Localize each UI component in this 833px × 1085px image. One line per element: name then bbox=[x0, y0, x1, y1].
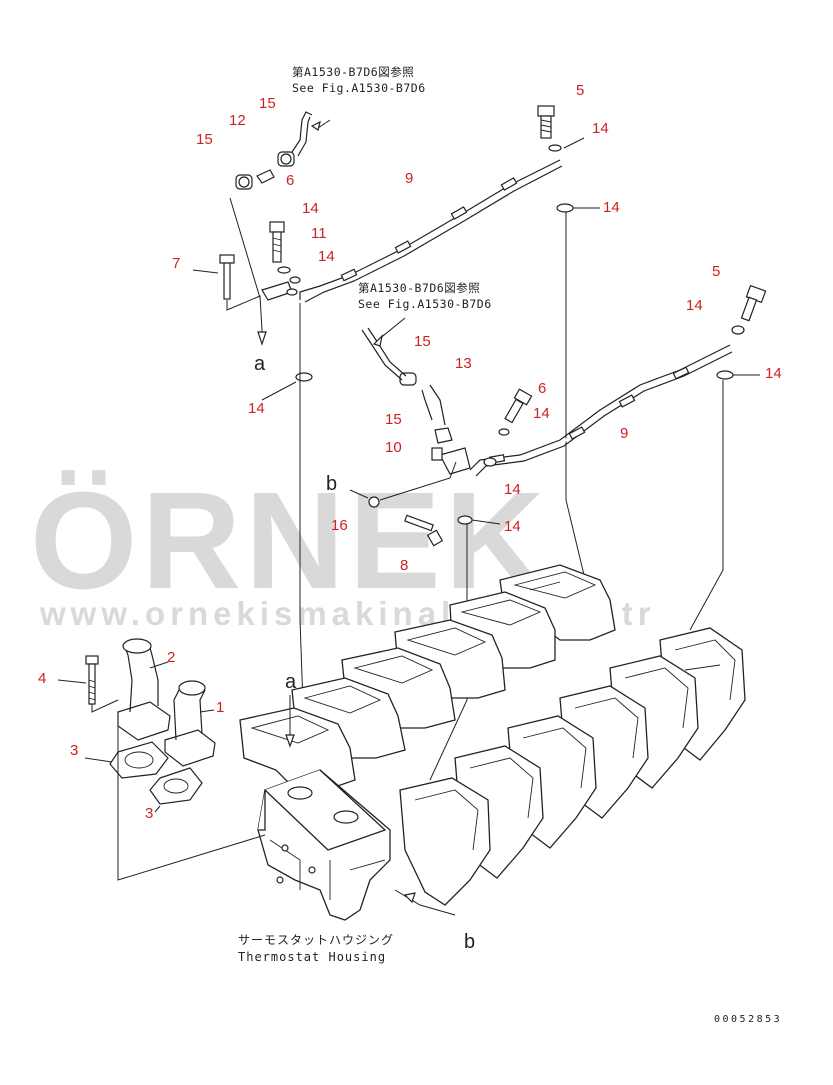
callout-12: 12 bbox=[229, 112, 246, 129]
callout-6: 6 bbox=[538, 380, 546, 397]
callout-14: 14 bbox=[248, 400, 265, 417]
callout-6: 6 bbox=[286, 172, 294, 189]
callout-4: 4 bbox=[38, 670, 46, 687]
reference-en: See Fig.A1530-B7D6 bbox=[292, 81, 426, 95]
callout-14: 14 bbox=[533, 405, 550, 422]
callout-15: 15 bbox=[259, 95, 276, 112]
callout-14: 14 bbox=[592, 120, 609, 137]
caption-jp: サーモスタットハウジング bbox=[238, 933, 394, 947]
callout-9: 9 bbox=[405, 170, 413, 187]
callout-7: 7 bbox=[172, 255, 180, 272]
callout-14: 14 bbox=[504, 481, 521, 498]
cylinder-heads-upper bbox=[239, 564, 616, 791]
callout-5: 5 bbox=[712, 263, 720, 280]
callout-11: 11 bbox=[311, 225, 327, 242]
reference-note-top: 第A1530-B7D6図参照 See Fig.A1530-B7D6 bbox=[292, 65, 426, 95]
caption-en: Thermostat Housing bbox=[238, 950, 386, 964]
callout-5: 5 bbox=[576, 82, 584, 99]
marker-a: a bbox=[285, 671, 297, 693]
callout-14: 14 bbox=[318, 248, 335, 265]
reference-jp: 第A1530-B7D6図参照 bbox=[292, 65, 414, 79]
callout-15: 15 bbox=[414, 333, 431, 350]
callout-16: 16 bbox=[331, 517, 348, 534]
callout-2: 2 bbox=[167, 649, 175, 666]
callout-1: 1 bbox=[216, 699, 224, 716]
callout-3: 3 bbox=[145, 805, 153, 822]
callout-14: 14 bbox=[686, 297, 703, 314]
tube-assembly-right bbox=[349, 284, 767, 781]
callout-14: 14 bbox=[765, 365, 782, 382]
callout-3: 3 bbox=[70, 742, 78, 759]
reference-jp: 第A1530-B7D6図参照 bbox=[358, 281, 480, 295]
reference-note-mid: 第A1530-B7D6図参照 See Fig.A1530-B7D6 bbox=[358, 281, 492, 311]
callout-15: 15 bbox=[385, 411, 402, 428]
drawing-code: 00052853 bbox=[714, 1014, 782, 1025]
reference-en: See Fig.A1530-B7D6 bbox=[358, 297, 492, 311]
callout-14: 14 bbox=[603, 199, 620, 216]
housing-caption: サーモスタットハウジング Thermostat Housing bbox=[238, 933, 394, 964]
callout-10: 10 bbox=[385, 439, 402, 456]
elbow-assembly bbox=[57, 638, 266, 881]
callout-15: 15 bbox=[196, 131, 213, 148]
watermark-brand: ÖRNEK bbox=[30, 464, 548, 618]
cylinder-heads-lower bbox=[399, 627, 746, 906]
callout-9: 9 bbox=[620, 425, 628, 442]
marker-b: b bbox=[326, 473, 337, 495]
callouts: 1 2 3 3 4 5 5 6 6 7 8 9 9 10 11 12 13 14… bbox=[38, 82, 782, 822]
callout-14: 14 bbox=[302, 200, 319, 217]
view-markers: a a b b bbox=[254, 353, 475, 953]
callout-8: 8 bbox=[400, 557, 408, 574]
thermostat-housing bbox=[257, 769, 456, 921]
marker-b: b bbox=[464, 931, 475, 953]
callout-14: 14 bbox=[504, 518, 521, 535]
callout-13: 13 bbox=[455, 355, 472, 372]
marker-a: a bbox=[254, 353, 266, 375]
